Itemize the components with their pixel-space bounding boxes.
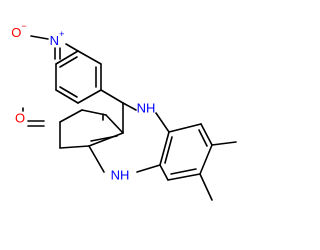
bond-aryl	[55, 50, 79, 65]
bond-c-nh	[136, 164, 161, 173]
bond-n-aryl	[65, 43, 79, 52]
bond-benzo	[159, 164, 169, 181]
amine-nh-lower-label: NH	[111, 168, 130, 183]
molecule-drawing: N+ O− O NH NH	[11, 21, 237, 201]
bond-aryl	[55, 89, 79, 104]
bond-methyl-lower	[199, 173, 213, 201]
structure-canvas: N+ O− O NH NH	[11, 21, 237, 201]
bond-benzo	[200, 123, 213, 146]
bond-benzo-inner	[164, 136, 173, 164]
bond-ring	[59, 109, 83, 123]
ketone-oxygen-label: O	[15, 111, 25, 126]
bond-skeleton	[22, 35, 237, 201]
bond-ring	[81, 109, 107, 116]
bond-benzo	[199, 144, 213, 175]
bond-n-o-single	[30, 35, 49, 40]
bond-ch-nh	[122, 102, 137, 111]
bond-ring	[105, 114, 124, 134]
bond-methyl-upper	[211, 141, 237, 146]
bond-c11a-c4a-inner	[90, 135, 118, 142]
nitro-oxygen-anion-label: O−	[11, 21, 26, 40]
bond-benzo	[159, 131, 170, 166]
nitro-nitrogen-label: N+	[50, 29, 65, 48]
bond-c4a-nh	[88, 145, 105, 173]
bond-ring	[59, 145, 90, 149]
bond-aryl-inner	[59, 86, 78, 98]
amine-nh-upper-label: NH	[137, 101, 156, 116]
bond-aryl	[77, 50, 102, 65]
bond-c11a-c4a	[88, 132, 124, 147]
bond-benzo	[168, 123, 202, 133]
bond-benzo-inner	[198, 129, 208, 147]
bond-nh-c	[155, 112, 170, 133]
bond-aryl-ch	[100, 89, 124, 104]
bond-aryl-inner	[59, 56, 78, 68]
bond-aryl	[77, 89, 102, 104]
bond-benzo-inner	[170, 168, 197, 175]
bond-benzo	[167, 173, 201, 181]
